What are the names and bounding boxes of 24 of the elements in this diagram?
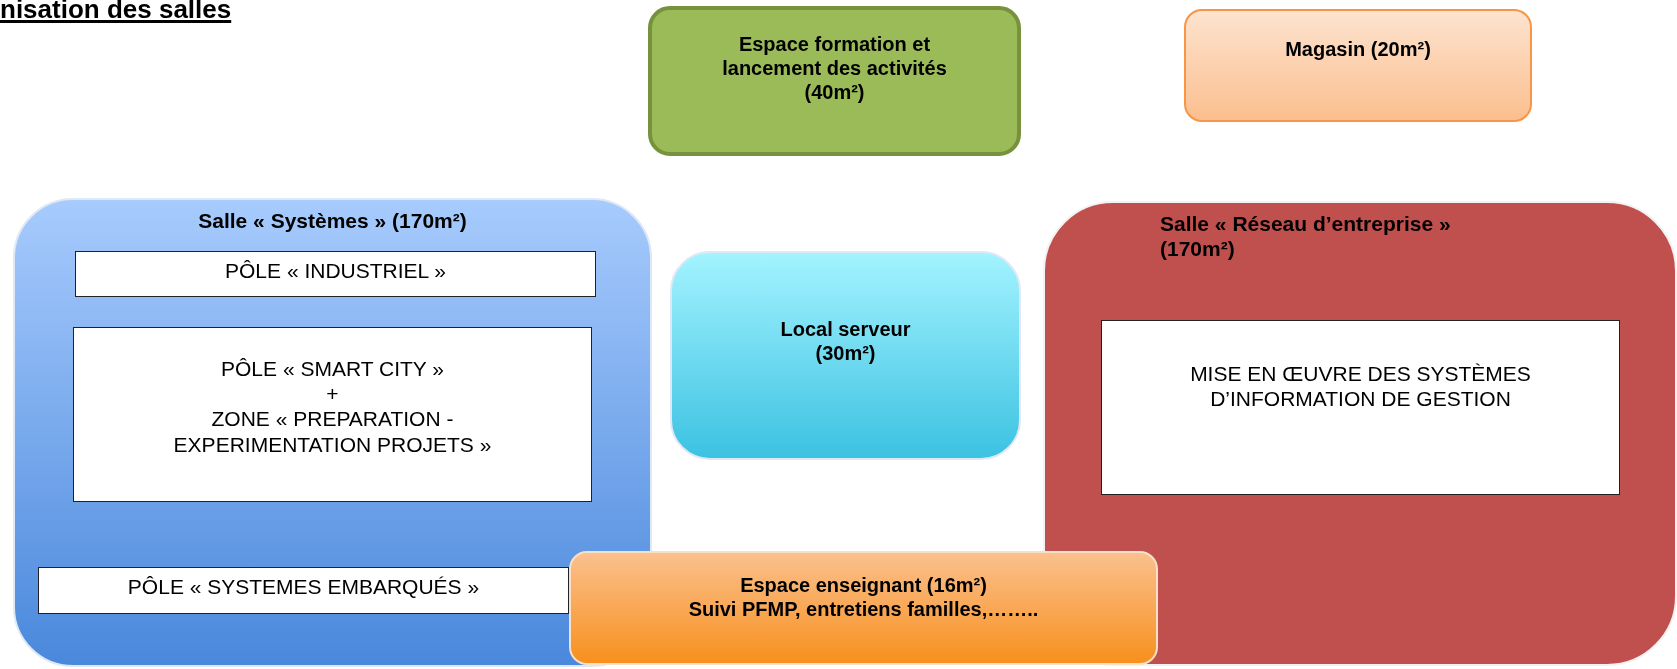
room-note: Suivi PFMP, entretiens familles,…….. [688,597,1039,621]
room-label: Espace formation et lancement des activités (40m²) [721,32,948,104]
room-area [13,198,652,667]
room-box [1184,9,1532,122]
room-label: Espace enseignant (16m²) [740,573,987,597]
zone-label: MISE EN ŒUVRE DES SYSTÈMES D’INFORMATION DE GESTION [1189,361,1532,412]
zone-box [73,327,592,502]
zone-box [1101,320,1620,495]
room-label: Magasin (20m²) [1285,37,1431,61]
zone-box [38,567,569,614]
page-title: nisation des salles [0,0,232,25]
room-box [648,6,1021,156]
room-box [670,251,1021,460]
room-label: Salle « Systèmes » (170m²) [198,208,467,234]
room-note: + [326,381,339,407]
zone-label: PÔLE « SMART CITY » [221,356,444,382]
room-box [569,551,1158,665]
zone-label: PÔLE « SYSTEMES EMBARQUÉS » [127,574,480,600]
room-label: Salle « Réseau d’entreprise » (170m²) [1160,211,1452,262]
room-note: ZONE « PREPARATION - EXPERIMENTATION PROJETS » [172,406,493,457]
zone-box [75,251,596,297]
room-label: Local serveur (30m²) [779,317,912,365]
room-area [1043,201,1677,666]
zone-label: PÔLE « INDUSTRIEL » [225,258,446,284]
